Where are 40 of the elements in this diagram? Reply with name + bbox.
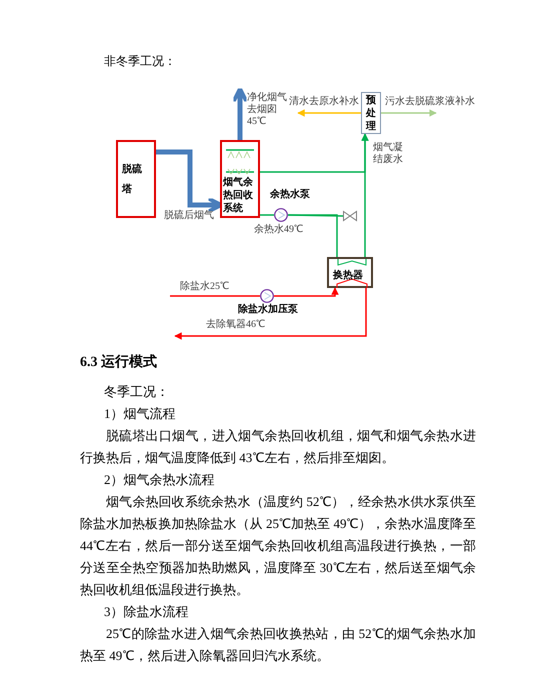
node-label: 预处理 [366,94,376,132]
heat-exchanger-box [327,257,373,288]
pump-symbol [260,289,274,303]
node-label: 烟气余热回收系统 [223,176,254,215]
component-caption: 余热水49℃ [254,224,303,236]
flow-arrow [274,287,339,297]
edge-label: 脱硫后烟气 [164,210,215,222]
edge-label: 烟气凝结废水 [373,142,404,166]
subheading: 3）除盐水流程 [104,603,188,621]
body-paragraph: 烟气余热回收系统余热水（温度约 52℃），经余热水供水泵供至除盐水加热板换加热除盐水（从 25℃加热至 49℃），余热水温度降至 44℃左右，然后一部分送至烟气余热回收机组高温段进行换热，一部分送至全热空预器加热助燃风，温度降至 30℃左右，然后送至烟气余热回收机组低温段进行换热。 [80,493,476,599]
pipe-line [288,214,344,217]
pipe-line [288,214,338,257]
body-paragraph: 25℃的除盐水进入烟气余热回收换热站，由 52℃的烟气余热水加热至 49℃，然后进入除氧器回归汽水系统。 [80,625,476,665]
tower-box [116,140,156,218]
component-caption: 余热水泵 [270,189,310,201]
edge-label: 净化烟气去烟囱45℃ [247,92,288,128]
edge-label: 除盐水25℃ [180,281,230,293]
node-label: 脱硫塔 [122,162,143,197]
node-label: 换热器 [333,270,364,282]
pipe-line [260,214,274,216]
diagram-title: 非冬季工况： [104,53,176,70]
subheading: 2）烟气余热水流程 [104,471,214,489]
flow-arrow [174,288,367,340]
flow-arrow [361,133,369,257]
component-caption: 除盐水加压泵 [238,304,298,316]
treatment-box [361,92,381,134]
pipe-line [170,295,260,297]
flow-arrow [297,109,361,117]
body-paragraph: 脱硫塔出口烟气，进入烟气余热回收机组，烟气和烟气余热水进行换热后，烟气温度降低到 43℃左右，然后排至烟囱。 [80,427,476,467]
flow-arrow [381,109,437,117]
edge-label: 清水去原水补水 [289,96,360,108]
subheading: 冬季工况： [104,383,169,401]
section-heading: 6.3 运行模式 [80,353,157,372]
edge-label: 污水去脱硫浆液补水 [385,96,476,108]
valve-symbol [343,211,357,221]
recovery-unit-box [220,140,260,218]
subheading: 1）烟气流程 [104,405,176,423]
edge-label: 去除氧器46℃ [206,319,266,331]
flow-arrow [232,86,248,140]
pump-symbol [274,208,288,222]
